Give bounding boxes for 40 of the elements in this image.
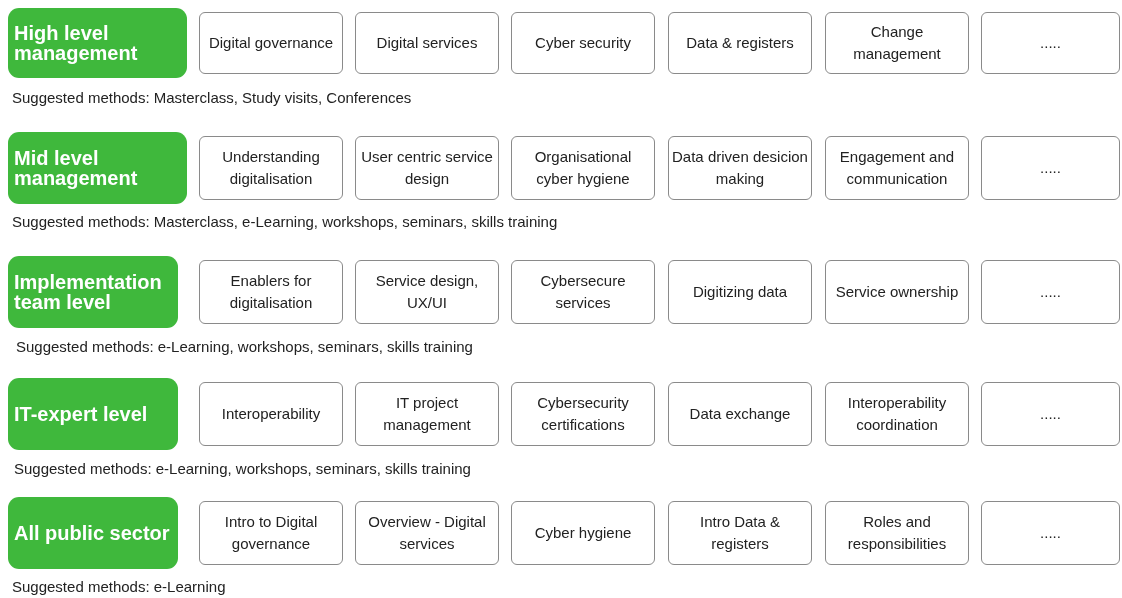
topic-box: Intro to Digital governance xyxy=(199,501,343,565)
topic-box: Engagement and communication xyxy=(825,136,969,200)
topic-box: Overview - Digital services xyxy=(355,501,499,565)
topic-box: ..... xyxy=(981,501,1120,565)
topic-box: Cybersecure services xyxy=(511,260,655,324)
topic-box: Cyber hygiene xyxy=(511,501,655,565)
topic-box: IT project management xyxy=(355,382,499,446)
methods-note: Suggested methods: Masterclass, Study visits, Conferences xyxy=(12,89,412,106)
topic-box: ..... xyxy=(981,12,1120,74)
topic-box: User centric service design xyxy=(355,136,499,200)
topic-box: ..... xyxy=(981,136,1120,200)
level-box: All public sector xyxy=(8,497,178,569)
level-box: Mid level management xyxy=(8,132,187,204)
topic-box: Cybersecurity certifications xyxy=(511,382,655,446)
topic-box: Digitizing data xyxy=(668,260,812,324)
topic-box: Understanding digitalisation xyxy=(199,136,343,200)
topic-box: Data & registers xyxy=(668,12,812,74)
topic-box: Service design, UX/UI xyxy=(355,260,499,324)
topic-box: ..... xyxy=(981,382,1120,446)
topic-box: Change management xyxy=(825,12,969,74)
topic-box: ..... xyxy=(981,260,1120,324)
topic-box: Roles and responsibilities xyxy=(825,501,969,565)
topic-box: Interoperability coordination xyxy=(825,382,969,446)
topic-box: Digital services xyxy=(355,12,499,74)
topic-box: Service ownership xyxy=(825,260,969,324)
level-box: Implementation team level xyxy=(8,256,178,328)
level-box: IT-expert level xyxy=(8,378,178,450)
topic-box: Cyber security xyxy=(511,12,655,74)
topic-box: Intro Data & registers xyxy=(668,501,812,565)
methods-note: Suggested methods: Masterclass, e-Learning, workshops, seminars, skills training xyxy=(12,213,558,230)
level-box: High level management xyxy=(8,8,187,78)
methods-note: Suggested methods: e-Learning, workshops, seminars, skills training xyxy=(16,338,473,355)
topic-box: Data exchange xyxy=(668,382,812,446)
topic-box: Organisational cyber hygiene xyxy=(511,136,655,200)
topic-box: Enablers for digitalisation xyxy=(199,260,343,324)
topic-box: Interoperability xyxy=(199,382,343,446)
methods-note: Suggested methods: e-Learning xyxy=(12,578,226,595)
methods-note: Suggested methods: e-Learning, workshops, seminars, skills training xyxy=(14,460,471,477)
topic-box: Data driven desicion making xyxy=(668,136,812,200)
topic-box: Digital governance xyxy=(199,12,343,74)
